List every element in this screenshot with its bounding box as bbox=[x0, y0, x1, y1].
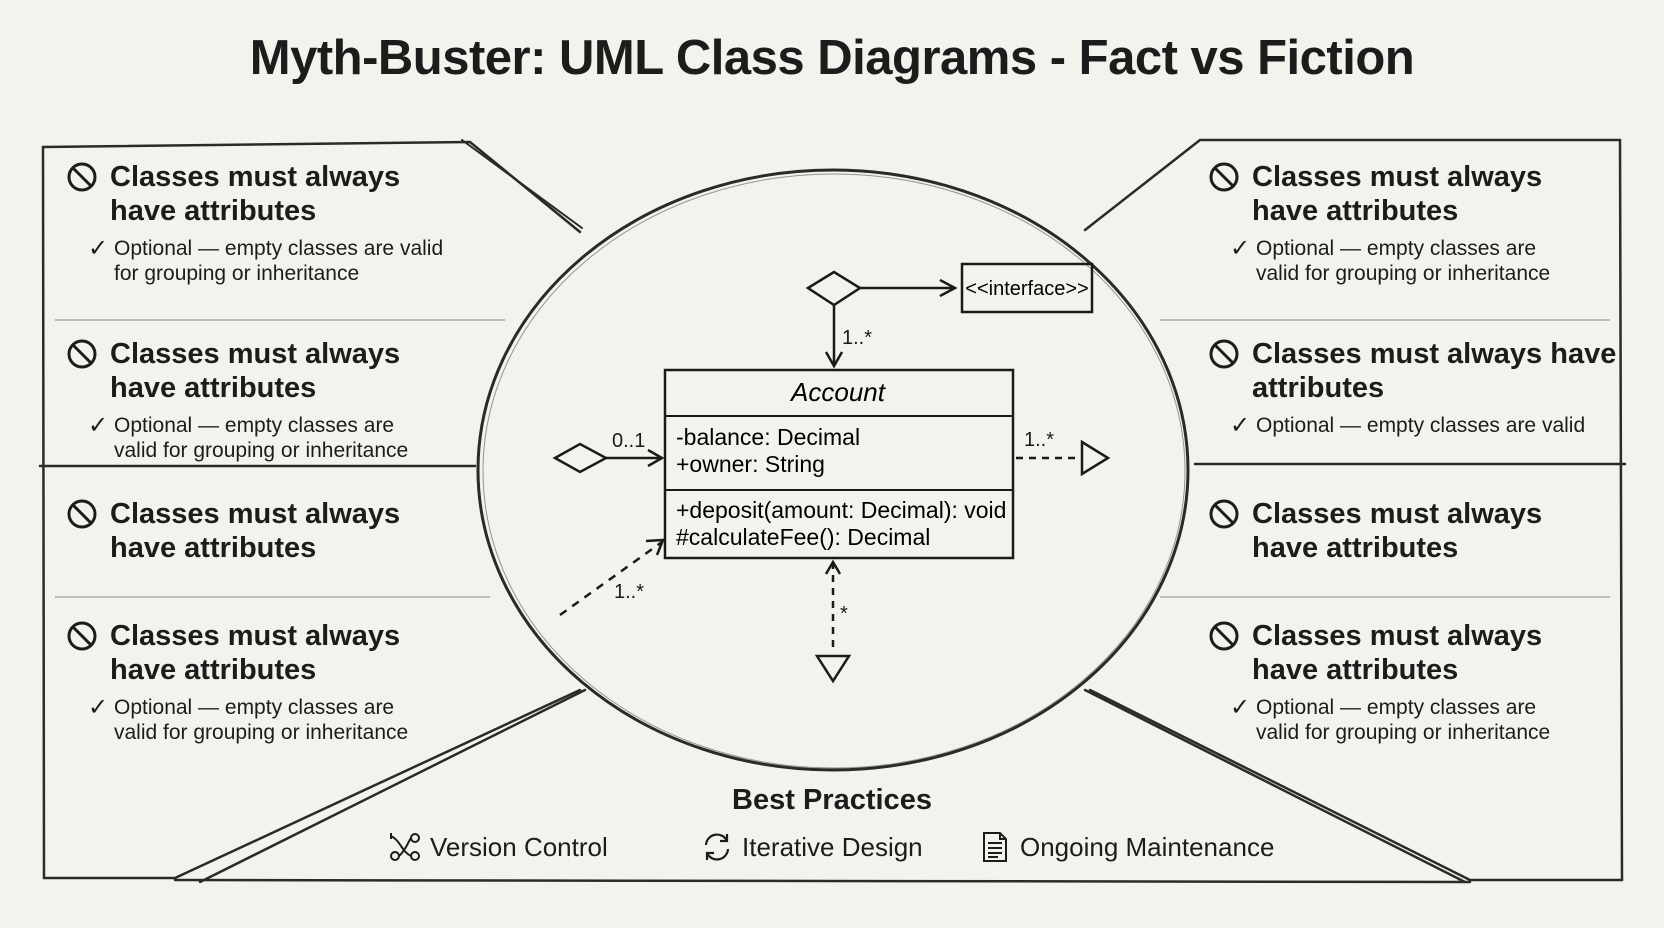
fact-text: Optional — empty classes are valid for g… bbox=[114, 237, 444, 285]
multiplicity-bottom-left: 1..* bbox=[614, 581, 644, 603]
uml-interface-box: <<interface>> bbox=[960, 262, 1094, 314]
best-practices-list: Version Control Iterative Design Ongoing… bbox=[380, 830, 1300, 870]
left-aggregation-diamond bbox=[552, 442, 609, 474]
left-myth-3: Classes must always have attributes bbox=[66, 497, 526, 565]
left-panel-bottom-border bbox=[42, 688, 582, 880]
left-myth-4: Classes must always have attributes ✓Opt… bbox=[66, 619, 526, 745]
multiplicity-top: 1..* bbox=[842, 327, 872, 349]
method-1: +deposit(amount: Decimal): void bbox=[676, 497, 1006, 523]
fact-text: Optional — empty classes are valid bbox=[1256, 414, 1586, 437]
bottom-band-border bbox=[173, 878, 1472, 884]
left-myth-2: Classes must always have attributes ✓Opt… bbox=[66, 337, 526, 463]
bottom-band-right bbox=[1083, 688, 1467, 884]
bottom-left-dependency-line bbox=[559, 540, 663, 617]
interface-label: <<interface>> bbox=[965, 278, 1088, 300]
method-2: #calculateFee(): Decimal bbox=[676, 524, 930, 550]
practice-version-control: Version Control bbox=[388, 830, 608, 864]
myth-text: Classes must always have attributes bbox=[1252, 338, 1617, 404]
checkmark-icon: ✓ bbox=[1230, 235, 1251, 262]
multiplicity-bottom: * bbox=[840, 603, 848, 625]
practice-iterative-design: Iterative Design bbox=[700, 830, 923, 864]
prohibited-icon bbox=[67, 499, 97, 529]
myth-text: Classes must always have attributes bbox=[110, 338, 401, 404]
myth-text: Classes must always have attributes bbox=[110, 620, 401, 686]
fact-text: Optional — empty classes are valid for g… bbox=[1256, 237, 1551, 285]
prohibited-icon bbox=[1209, 499, 1239, 529]
branch-icon bbox=[390, 833, 420, 861]
right-panel-bottom-border bbox=[1088, 688, 1624, 882]
prohibited-icon bbox=[67, 162, 97, 192]
myth-text: Classes must always have attributes bbox=[1252, 498, 1543, 564]
practice-ongoing-maintenance: Ongoing Maintenance bbox=[978, 830, 1274, 864]
best-practices-title: Best Practices bbox=[732, 784, 932, 816]
refresh-cycle-icon bbox=[704, 833, 730, 861]
fact-text: Optional — empty classes are valid for g… bbox=[1256, 696, 1551, 744]
prohibited-icon bbox=[67, 621, 97, 651]
checkmark-icon: ✓ bbox=[88, 694, 109, 721]
right-panel-outer-border bbox=[1618, 138, 1624, 882]
left-panel-top-border bbox=[41, 140, 582, 234]
myth-text: Classes must always have attributes bbox=[1252, 161, 1543, 227]
myth-text: Classes must always have attributes bbox=[1252, 620, 1543, 686]
bottom-band-left bbox=[198, 688, 587, 884]
checkmark-icon: ✓ bbox=[88, 412, 109, 439]
prohibited-icon bbox=[1209, 339, 1239, 369]
page-title: Myth-Buster: UML Class Diagrams - Fact v… bbox=[249, 31, 1415, 85]
fact-text: Optional — empty classes are valid for g… bbox=[114, 414, 409, 462]
attribute-2: +owner: String bbox=[676, 451, 825, 477]
checkmark-icon: ✓ bbox=[88, 235, 109, 262]
document-icon bbox=[983, 832, 1007, 862]
checkmark-icon: ✓ bbox=[1230, 412, 1251, 439]
left-myth-1: Classes must always have attributes ✓Opt… bbox=[66, 160, 526, 286]
myth-text: Classes must always have attributes bbox=[110, 498, 401, 564]
right-myth-4: Classes must always have attributes ✓Opt… bbox=[1208, 619, 1664, 745]
practice-label: Iterative Design bbox=[742, 831, 923, 862]
multiplicity-right: 1..* bbox=[1024, 429, 1054, 451]
left-panel-diagonal-top bbox=[461, 139, 583, 229]
multiplicity-left: 0..1 bbox=[612, 430, 645, 452]
right-panel-top-border bbox=[1083, 138, 1622, 232]
left-panel-outer-border bbox=[41, 145, 46, 880]
practice-label: Version Control bbox=[430, 831, 608, 862]
prohibited-icon bbox=[1209, 162, 1239, 192]
attribute-1: -balance: Decimal bbox=[676, 424, 860, 450]
right-myth-3: Classes must always have attributes bbox=[1208, 497, 1664, 565]
top-aggregation-diamond bbox=[805, 270, 863, 307]
fact-text: Optional — empty classes are valid for g… bbox=[114, 696, 409, 744]
class-name: Account bbox=[789, 377, 887, 407]
practice-label: Ongoing Maintenance bbox=[1020, 831, 1275, 862]
prohibited-icon bbox=[1209, 621, 1239, 651]
central-ellipse bbox=[476, 168, 1190, 772]
bottom-realization-triangle bbox=[814, 654, 852, 684]
right-myth-2: Classes must always have attributes ✓Opt… bbox=[1208, 337, 1664, 438]
checkmark-icon: ✓ bbox=[1230, 694, 1251, 721]
right-myth-1: Classes must always have attributes ✓Opt… bbox=[1208, 160, 1664, 286]
prohibited-icon bbox=[67, 339, 97, 369]
myth-text: Classes must always have attributes bbox=[110, 161, 401, 227]
uml-class-account: Account -balance: Decimal +owner: String… bbox=[663, 368, 1015, 560]
right-realization-triangle bbox=[1080, 439, 1111, 477]
